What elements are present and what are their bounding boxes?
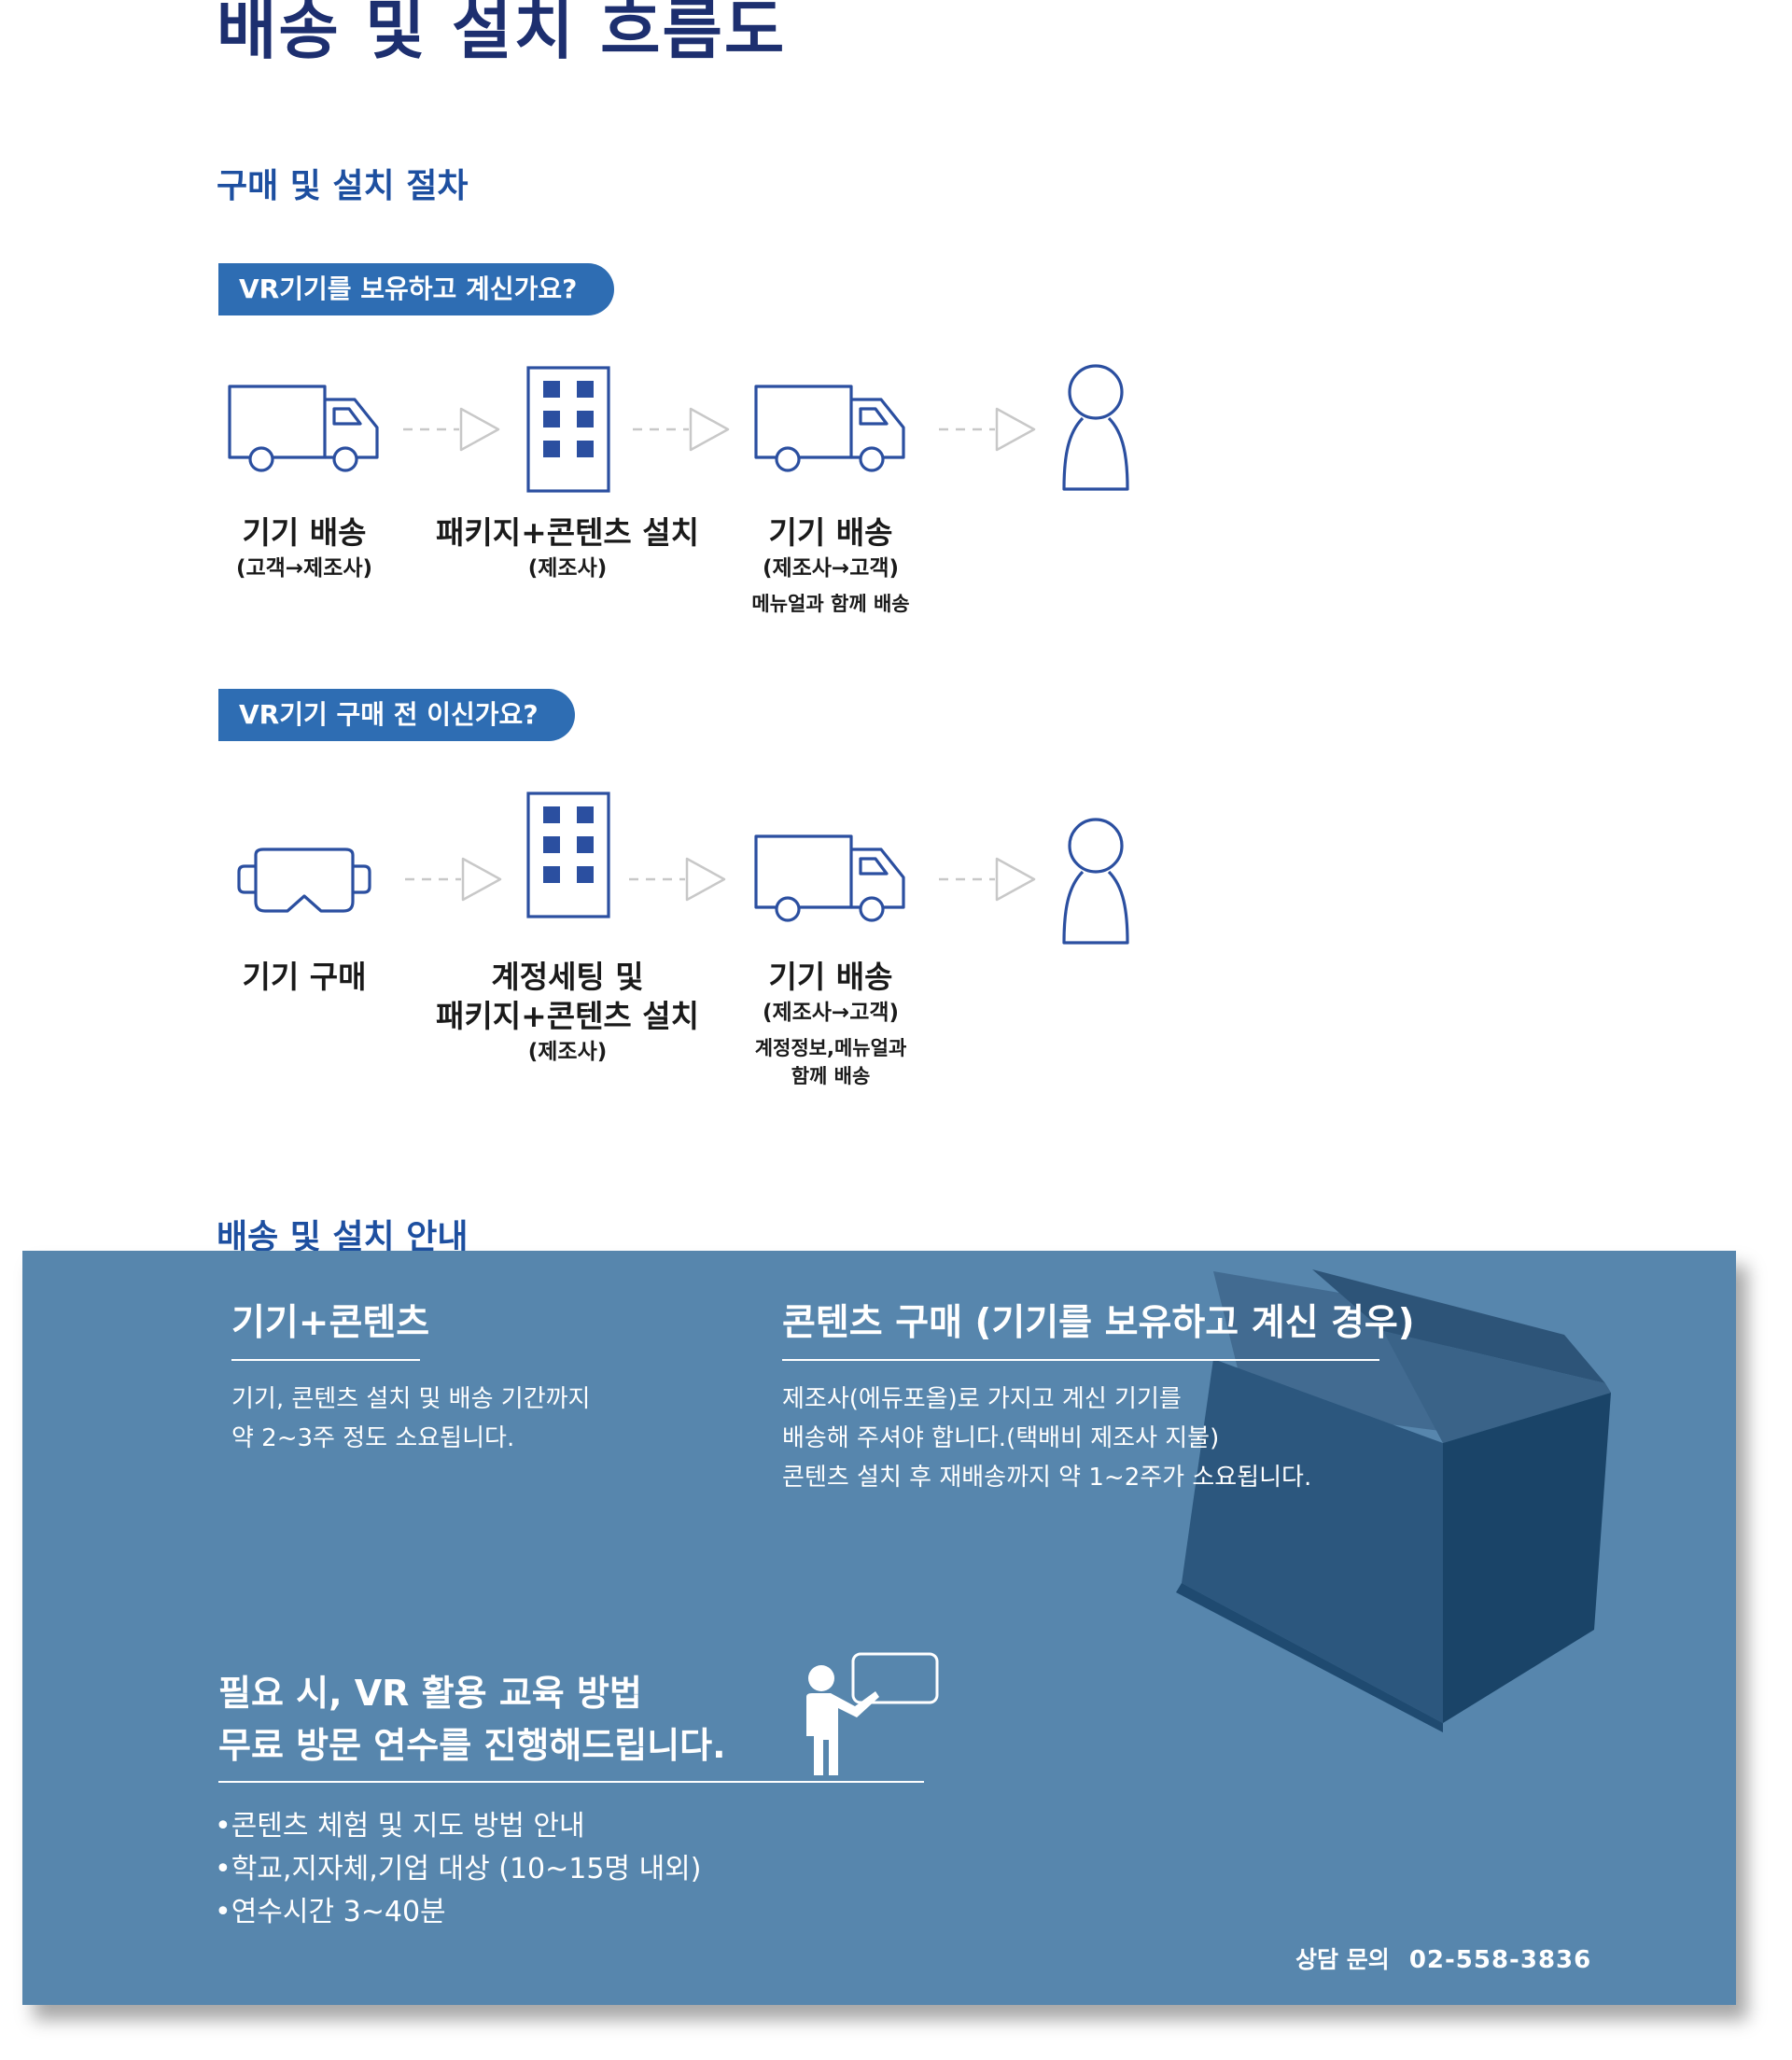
step-title: 패키지+콘텐츠 설치 [435,998,700,1034]
card-content-line: 제조사(에듀포올)로 가지고 계신 기기를 [782,1385,1182,1413]
step-label: 기기 배송 (제조사→고객) 계정정보,메뉴얼과 함께 배송 [755,958,907,1090]
step-title: 기기 구매 [242,959,367,995]
dashed-arrow-icon [403,407,500,452]
contact: 상담 문의 02-558-3836 [1295,1941,1591,1975]
person-icon [1062,818,1129,945]
building-icon [526,366,610,493]
person-icon [1062,364,1129,491]
card-content-underline [782,1359,1379,1361]
card-device-heading: 기기+콘텐츠 [231,1302,430,1344]
step-label: 기기 배송 (제조사→고객) 메뉴얼과 함께 배송 [751,513,909,618]
step-label: 패키지+콘텐츠 설치 (제조사) [436,513,699,584]
card-content-heading: 콘텐츠 구매 (기기를 보유하고 계신 경우) [782,1302,1415,1344]
procedure-title: 구매 및 설치 절차 [217,167,469,205]
dashed-arrow-icon [405,857,502,902]
education-underline [218,1781,924,1783]
contact-phone[interactable]: 02-558-3836 [1408,1946,1592,1974]
contact-label: 상담 문의 [1295,1946,1390,1973]
step-title: 기기 배송 [768,514,893,551]
step-note: 메뉴얼과 함께 배송 [751,593,910,615]
step-title: 기기 배송 [242,514,367,551]
step-sub: (제조사) [527,1040,608,1064]
step-sub: (제조사→고객) [762,1001,900,1025]
card-content-line: 콘텐츠 설치 후 재배송까지 약 1~2주가 소요됩니다. [782,1464,1312,1492]
step-note: 함께 배송 [791,1065,871,1087]
truck-icon [754,385,905,472]
card-device-line: 약 2~3주 정도 소요됩니다. [231,1424,515,1452]
step-label: 기기 배송 (고객→제조사) [236,513,372,584]
dashed-arrow-icon [629,857,726,902]
step-title: 패키지+콘텐츠 설치 [435,514,700,551]
question-owned-pill: VR기기를 보유하고 계신가요? [218,263,614,315]
step-label: 계정세팅 및 패키지+콘텐츠 설치 (제조사) [436,958,699,1068]
step-title: 계정세팅 및 [491,959,644,995]
step-label: 기기 구매 [243,958,367,997]
card-device-underline [231,1359,420,1361]
card-device-line: 기기, 콘텐츠 설치 및 배송 기간까지 [231,1385,591,1413]
card-content-line: 배송해 주셔야 합니다.(택배비 제조사 지불) [782,1424,1220,1452]
truck-icon [228,385,379,472]
step-sub: (고객→제조사) [235,556,373,581]
education-line: 무료 방문 연수를 진행해드립니다. [218,1725,726,1766]
step-note: 계정정보,메뉴얼과 [754,1037,907,1059]
building-icon [526,792,610,918]
box-illustration [1176,1269,1611,1732]
guide-panel: 기기+콘텐츠 기기, 콘텐츠 설치 및 배송 기간까지 약 2~3주 정도 소요… [22,1251,1736,2005]
education-bullet: •연수시간 3~40분 [215,1896,446,1928]
education-bullet: •콘텐츠 체험 및 지도 방법 안내 [215,1810,585,1843]
truck-icon [754,834,905,922]
dashed-arrow-icon [633,407,730,452]
dashed-arrow-icon [939,857,1036,902]
step-title: 기기 배송 [768,959,893,995]
question-new-pill: VR기기 구매 전 이신가요? [218,689,575,741]
education-bullet: •학교,지자체,기업 대상 (10~15명 내외) [215,1853,702,1885]
guide-title: 배송 및 설치 안내 [217,1218,469,1256]
step-sub: (제조사) [527,556,608,581]
teacher-board-icon [806,1652,939,1775]
step-sub: (제조사→고객) [762,556,900,581]
vr-headset-icon [237,848,371,913]
education-line: 필요 시, VR 활용 교육 방법 [218,1673,642,1714]
dashed-arrow-icon [939,407,1036,452]
page-title: 배송 및 설치 흐름도 [217,0,787,68]
